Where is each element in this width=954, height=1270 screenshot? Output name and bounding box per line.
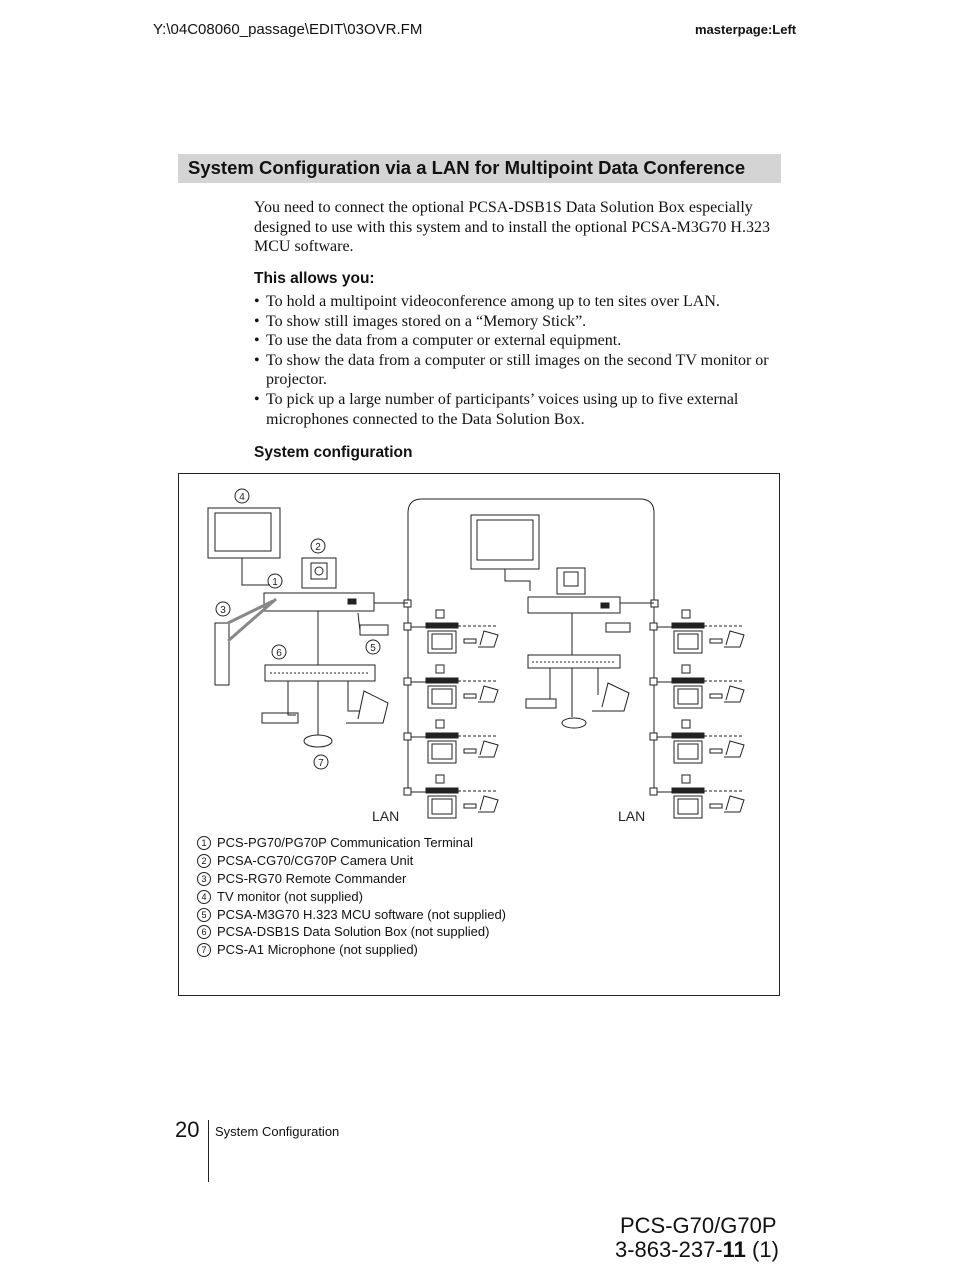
list-item: •To pick up a large number of participan… — [254, 390, 739, 428]
right-remote-sites — [649, 609, 745, 819]
remote-site — [649, 774, 745, 819]
config-heading: System configuration — [254, 444, 413, 461]
model-number: PCS-G70/G70P — [620, 1213, 777, 1238]
list-item: •To hold a multipoint videoconference am… — [254, 293, 720, 310]
lan-label-right: LAN — [618, 808, 645, 824]
svg-text:6: 6 — [276, 648, 282, 659]
lan-loop — [403, 498, 659, 791]
camera-icon — [556, 567, 586, 595]
laptop-icon — [592, 682, 630, 712]
data-solution-box-icon — [527, 654, 621, 669]
terminal-icon — [263, 592, 375, 612]
remote-site — [649, 719, 745, 764]
memory-stick-icon — [605, 622, 631, 633]
intro-paragraph: You need to connect the optional PCSA-DS… — [254, 199, 770, 256]
external-equipment-icon — [261, 712, 299, 724]
center-site — [470, 514, 654, 729]
callout-4: 4 — [234, 488, 250, 504]
list-item: •To show still images stored on a “Memor… — [254, 312, 587, 330]
callout-5: 5 — [365, 639, 381, 655]
remote-site — [403, 774, 499, 819]
svg-text:3: 3 — [220, 605, 226, 616]
remote-site — [403, 719, 499, 764]
laptop-icon — [346, 690, 389, 724]
callout-6: 6 — [271, 644, 287, 660]
camera-icon — [301, 557, 337, 589]
left-remote-sites — [403, 609, 499, 819]
section-title-bar — [178, 154, 781, 183]
callout-1: 1 — [267, 573, 283, 589]
footer-section-name: System Configuration — [215, 1124, 340, 1139]
callout-markers: 1 2 3 4 5 6 7 — [215, 488, 381, 770]
allows-heading: This allows you: — [254, 270, 375, 287]
figure-frame — [178, 473, 780, 996]
svg-text:1: 1 — [272, 577, 278, 588]
lan-label-left: LAN — [372, 808, 399, 824]
footer-divider — [208, 1120, 209, 1182]
terminal-icon — [527, 596, 621, 614]
data-solution-box-icon — [264, 664, 376, 682]
remote-site — [649, 609, 745, 654]
svg-text:5: 5 — [370, 643, 376, 654]
svg-text:4: 4 — [239, 492, 245, 503]
remote-site — [649, 664, 745, 709]
list-item: •To use the data from a computer or exte… — [254, 332, 622, 350]
section-title: System Configuration via a LAN for Multi… — [188, 157, 746, 178]
system-diagram: 1 2 3 4 5 6 7 LAN LAN — [207, 488, 745, 824]
part-number: 3-863-237-11 (1) — [615, 1237, 779, 1262]
external-equipment-icon — [525, 698, 557, 709]
svg-text:2: 2 — [315, 542, 321, 553]
callout-7: 7 — [313, 754, 329, 770]
remote-site — [403, 609, 499, 654]
page-number: 20 — [175, 1117, 200, 1142]
callout-2: 2 — [310, 538, 326, 554]
microphone-icon — [561, 717, 587, 729]
svg-text:7: 7 — [318, 758, 324, 769]
tv-monitor-icon — [470, 514, 540, 570]
tv-monitor-icon — [207, 507, 281, 559]
feature-list: •To hold a multipoint videoconference am… — [254, 292, 784, 429]
callout-3: 3 — [215, 601, 231, 617]
masterpage-label: masterpage:Left — [695, 22, 797, 37]
file-path-header: Y:\04C08060_passage\EDIT\03OVR.FM — [153, 21, 423, 38]
main-site — [207, 507, 408, 748]
remote-site — [403, 664, 499, 709]
memory-stick-icon — [359, 624, 389, 636]
microphone-icon — [303, 734, 333, 748]
remote-icon — [214, 622, 230, 686]
list-item: •To show the data from a computer or sti… — [254, 351, 769, 389]
